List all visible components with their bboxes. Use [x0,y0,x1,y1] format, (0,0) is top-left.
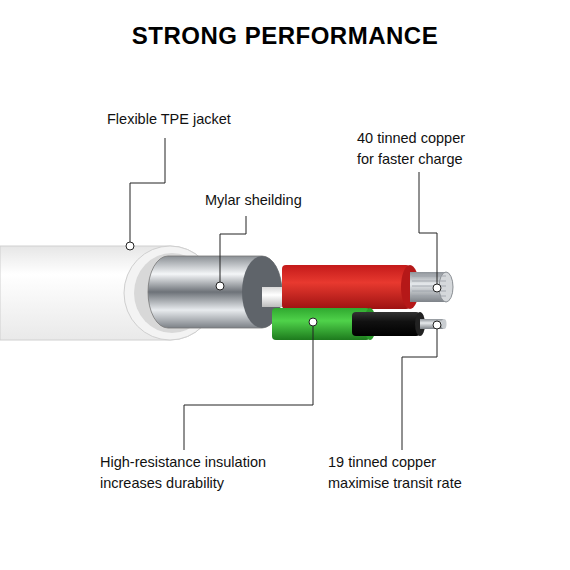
title: STRONG PERFORMANCE [0,22,570,50]
leader-dots [126,242,441,329]
callout-label: High-resistance insulation increases dur… [100,452,300,494]
black-wire [352,312,447,336]
callout-label: 19 tinned copper maximise transit rate [328,452,478,494]
callout-label: Mylar sheilding [205,190,355,211]
red-wire [282,265,453,309]
mylar-shield [148,256,282,328]
leader-lines [130,138,437,450]
callout-label: Flexible TPE jacket [107,109,307,130]
callout-label: 40 tinned copper for faster charge [357,128,481,170]
